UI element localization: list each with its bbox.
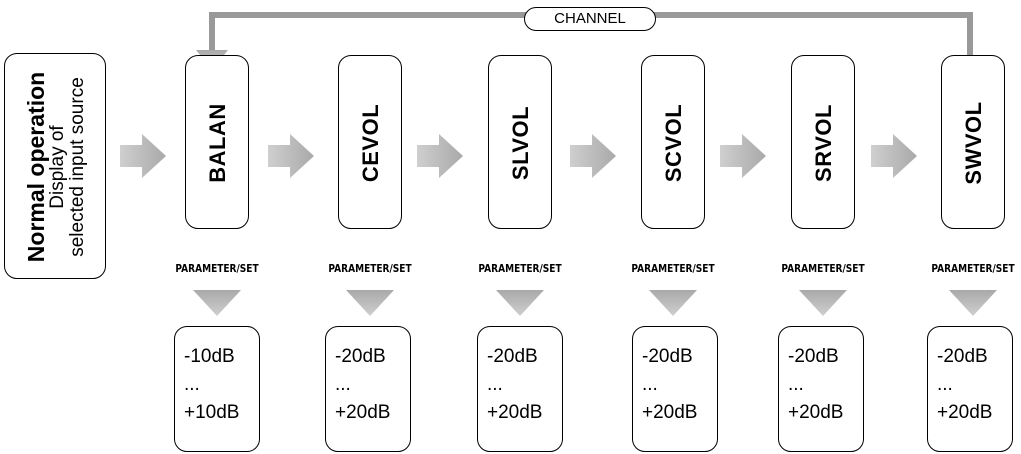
mode-box-cevol: CEVOL: [338, 55, 402, 229]
range-min: -20dB: [788, 346, 839, 367]
range-box-cevol: -20dB... +20dB: [325, 326, 411, 452]
range-max: +10dB: [184, 402, 240, 423]
channel-label: CHANNEL: [524, 7, 656, 31]
set-arrow-down-5: [799, 290, 847, 316]
range-min: -20dB: [335, 346, 386, 367]
range-min: -10dB: [184, 346, 235, 367]
mode-box-slvol: SLVOL: [488, 55, 552, 229]
parameter-set-label: PARAMETER/SET: [931, 262, 1015, 275]
set-arrow-down-4: [649, 290, 697, 316]
mode-box-srvol: SRVOL: [791, 55, 855, 229]
range-box-slvol: -20dB... +20dB: [477, 326, 563, 452]
range-mid: ...: [335, 374, 351, 395]
range-min: -20dB: [937, 346, 988, 367]
range-min: -20dB: [487, 346, 538, 367]
set-arrow-down-6: [949, 290, 997, 316]
range-box-srvol: -20dB... +20dB: [778, 326, 864, 452]
flow-arrow-2: [268, 134, 314, 178]
parameter-set-label: PARAMETER/SET: [781, 262, 865, 275]
set-arrow-down-1: [193, 290, 241, 316]
flow-arrow-3: [417, 134, 463, 178]
range-max: +20dB: [335, 402, 391, 423]
flow-arrow-4: [570, 134, 616, 178]
normal-operation-line-1: Display of: [47, 125, 69, 209]
range-max: +20dB: [487, 402, 543, 423]
mode-box-swvol: SWVOL: [941, 55, 1005, 229]
normal-operation-text: Normal operation Display of selected inp…: [22, 54, 89, 280]
mode-label: SWVOL: [961, 101, 986, 185]
mode-box-scvol: SCVOL: [641, 55, 705, 229]
range-mid: ...: [487, 374, 503, 395]
range-box-scvol: -20dB... +20dB: [632, 326, 718, 452]
normal-operation-line-2: selected input source: [67, 77, 89, 257]
set-arrow-down-3: [496, 290, 544, 316]
mode-label: SLVOL: [508, 105, 533, 181]
set-arrow-down-2: [346, 290, 394, 316]
range-max: +20dB: [937, 402, 993, 423]
parameter-set-label: PARAMETER/SET: [328, 262, 412, 275]
range-mid: ...: [642, 374, 658, 395]
normal-operation-title: Normal operation: [22, 71, 49, 263]
range-mid: ...: [788, 374, 804, 395]
mode-box-balan: BALAN: [185, 55, 249, 229]
flow-arrow-5: [720, 134, 766, 178]
mode-label: SCVOL: [661, 103, 686, 183]
flow-arrow-1: [120, 134, 166, 178]
flow-arrow-6: [871, 134, 917, 178]
mode-label: BALAN: [205, 103, 230, 183]
range-min: -20dB: [642, 346, 693, 367]
mode-label: CEVOL: [358, 103, 383, 183]
normal-operation-box: Normal operation Display of selected inp…: [4, 53, 106, 279]
range-box-balan: -10dB... +10dB: [174, 326, 260, 452]
range-max: +20dB: [788, 402, 844, 423]
range-box-swvol: -20dB... +20dB: [927, 326, 1013, 452]
range-mid: ...: [184, 374, 200, 395]
range-max: +20dB: [642, 402, 698, 423]
parameter-set-label: PARAMETER/SET: [478, 262, 562, 275]
parameter-set-label: PARAMETER/SET: [175, 262, 259, 275]
parameter-set-label: PARAMETER/SET: [631, 262, 715, 275]
range-mid: ...: [937, 374, 953, 395]
mode-label: SRVOL: [811, 104, 836, 182]
